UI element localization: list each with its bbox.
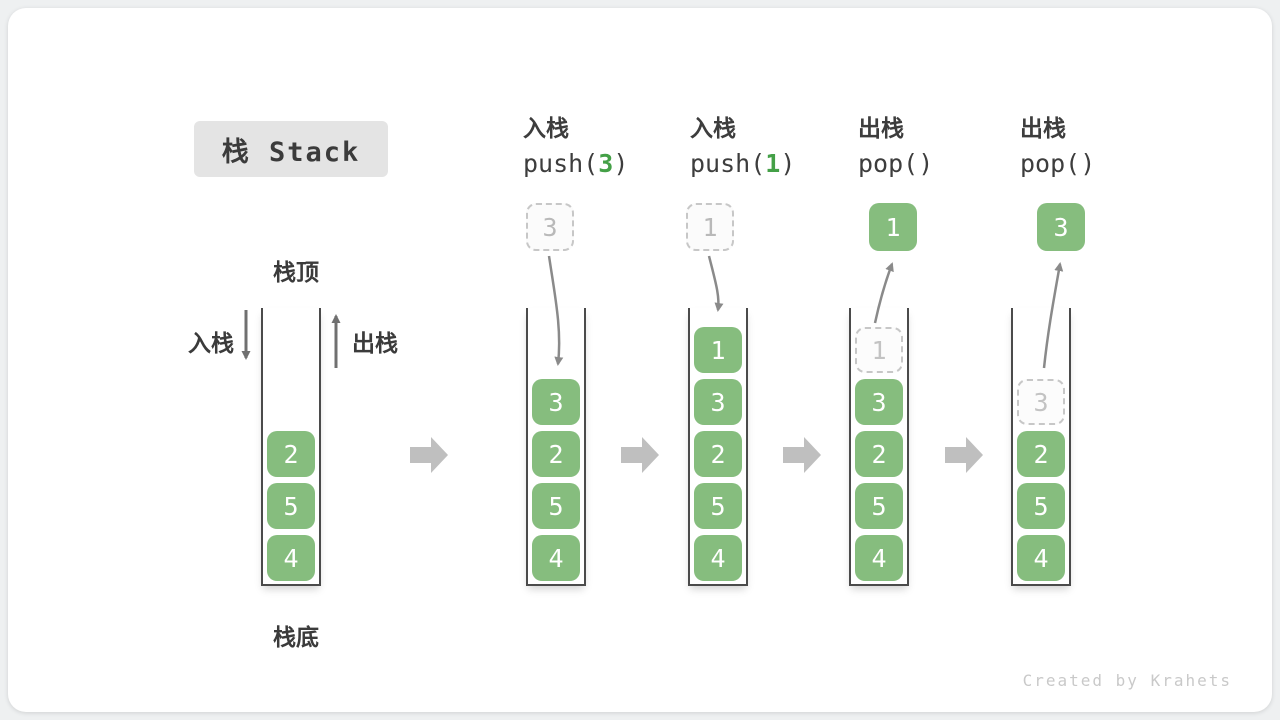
push-flow-arrow-icon: [707, 255, 724, 312]
diagram-title: 栈 Stack: [194, 121, 388, 177]
stack-bottom-label: 栈底: [273, 624, 319, 650]
stack-cell: 2: [532, 431, 580, 477]
stack-cell: 3: [855, 379, 903, 425]
stack-cell-ghost: 3: [1017, 379, 1065, 425]
next-step-arrow-icon: [945, 437, 983, 473]
popped-value-box: 3: [1037, 203, 1085, 251]
stack-cell: 4: [1017, 535, 1065, 581]
step-header-push-3: 入栈 push(3): [523, 114, 628, 179]
step-header-pop-2: 出栈 pop(): [1020, 114, 1095, 179]
stack-container-initial: 2 5 4: [261, 308, 321, 586]
stack-cell: 3: [694, 379, 742, 425]
stack-cell: 5: [532, 483, 580, 529]
stack-cell: 5: [694, 483, 742, 529]
stack-cell: 4: [532, 535, 580, 581]
watermark: Created by Krahets: [1022, 671, 1232, 690]
step-code: pop(): [858, 149, 934, 178]
stack-container-push-1: 1 3 2 5 4: [688, 308, 748, 586]
stack-cell: 2: [694, 431, 742, 477]
stack-cell: 4: [694, 535, 742, 581]
stack-cell: 4: [267, 535, 315, 581]
step-code: pop(): [1020, 149, 1096, 178]
stack-cell-ghost: 1: [855, 327, 903, 373]
step-label: 入栈: [523, 115, 569, 141]
next-step-arrow-icon: [621, 437, 659, 473]
stack-top-label: 栈顶: [273, 259, 319, 285]
diagram-card: 栈 Stack 入栈 push(3) 入栈 push(1) 出栈 pop() 出…: [8, 8, 1272, 712]
incoming-value-box: 3: [526, 203, 574, 251]
stack-container-pop-2: 3 2 5 4: [1011, 308, 1071, 586]
popped-value-box: 1: [869, 203, 917, 251]
incoming-value-box: 1: [686, 203, 734, 251]
step-code-arg: 1: [765, 149, 781, 178]
step-label: 出栈: [1020, 115, 1066, 141]
stack-cell: 5: [855, 483, 903, 529]
step-header-pop-1: 出栈 pop(): [858, 114, 933, 179]
step-code: push(1): [690, 149, 796, 178]
step-code: push(3): [523, 149, 629, 178]
stack-container-push-3: 3 2 5 4: [526, 308, 586, 586]
next-step-arrow-icon: [410, 437, 448, 473]
stack-container-pop-1: 1 3 2 5 4: [849, 308, 909, 586]
stack-cell: 2: [267, 431, 315, 477]
stack-cell: 1: [694, 327, 742, 373]
step-label: 出栈: [858, 115, 904, 141]
step-header-push-1: 入栈 push(1): [690, 114, 795, 179]
stack-cell: 3: [532, 379, 580, 425]
push-side-label: 入栈: [188, 330, 234, 356]
stack-cell: 2: [1017, 431, 1065, 477]
stack-cell: 2: [855, 431, 903, 477]
stack-cell: 4: [855, 535, 903, 581]
step-label: 入栈: [690, 115, 736, 141]
stack-cell: 5: [1017, 483, 1065, 529]
stack-cell: 5: [267, 483, 315, 529]
step-code-arg: 3: [598, 149, 614, 178]
next-step-arrow-icon: [783, 437, 821, 473]
pop-side-label: 出栈: [352, 330, 398, 356]
